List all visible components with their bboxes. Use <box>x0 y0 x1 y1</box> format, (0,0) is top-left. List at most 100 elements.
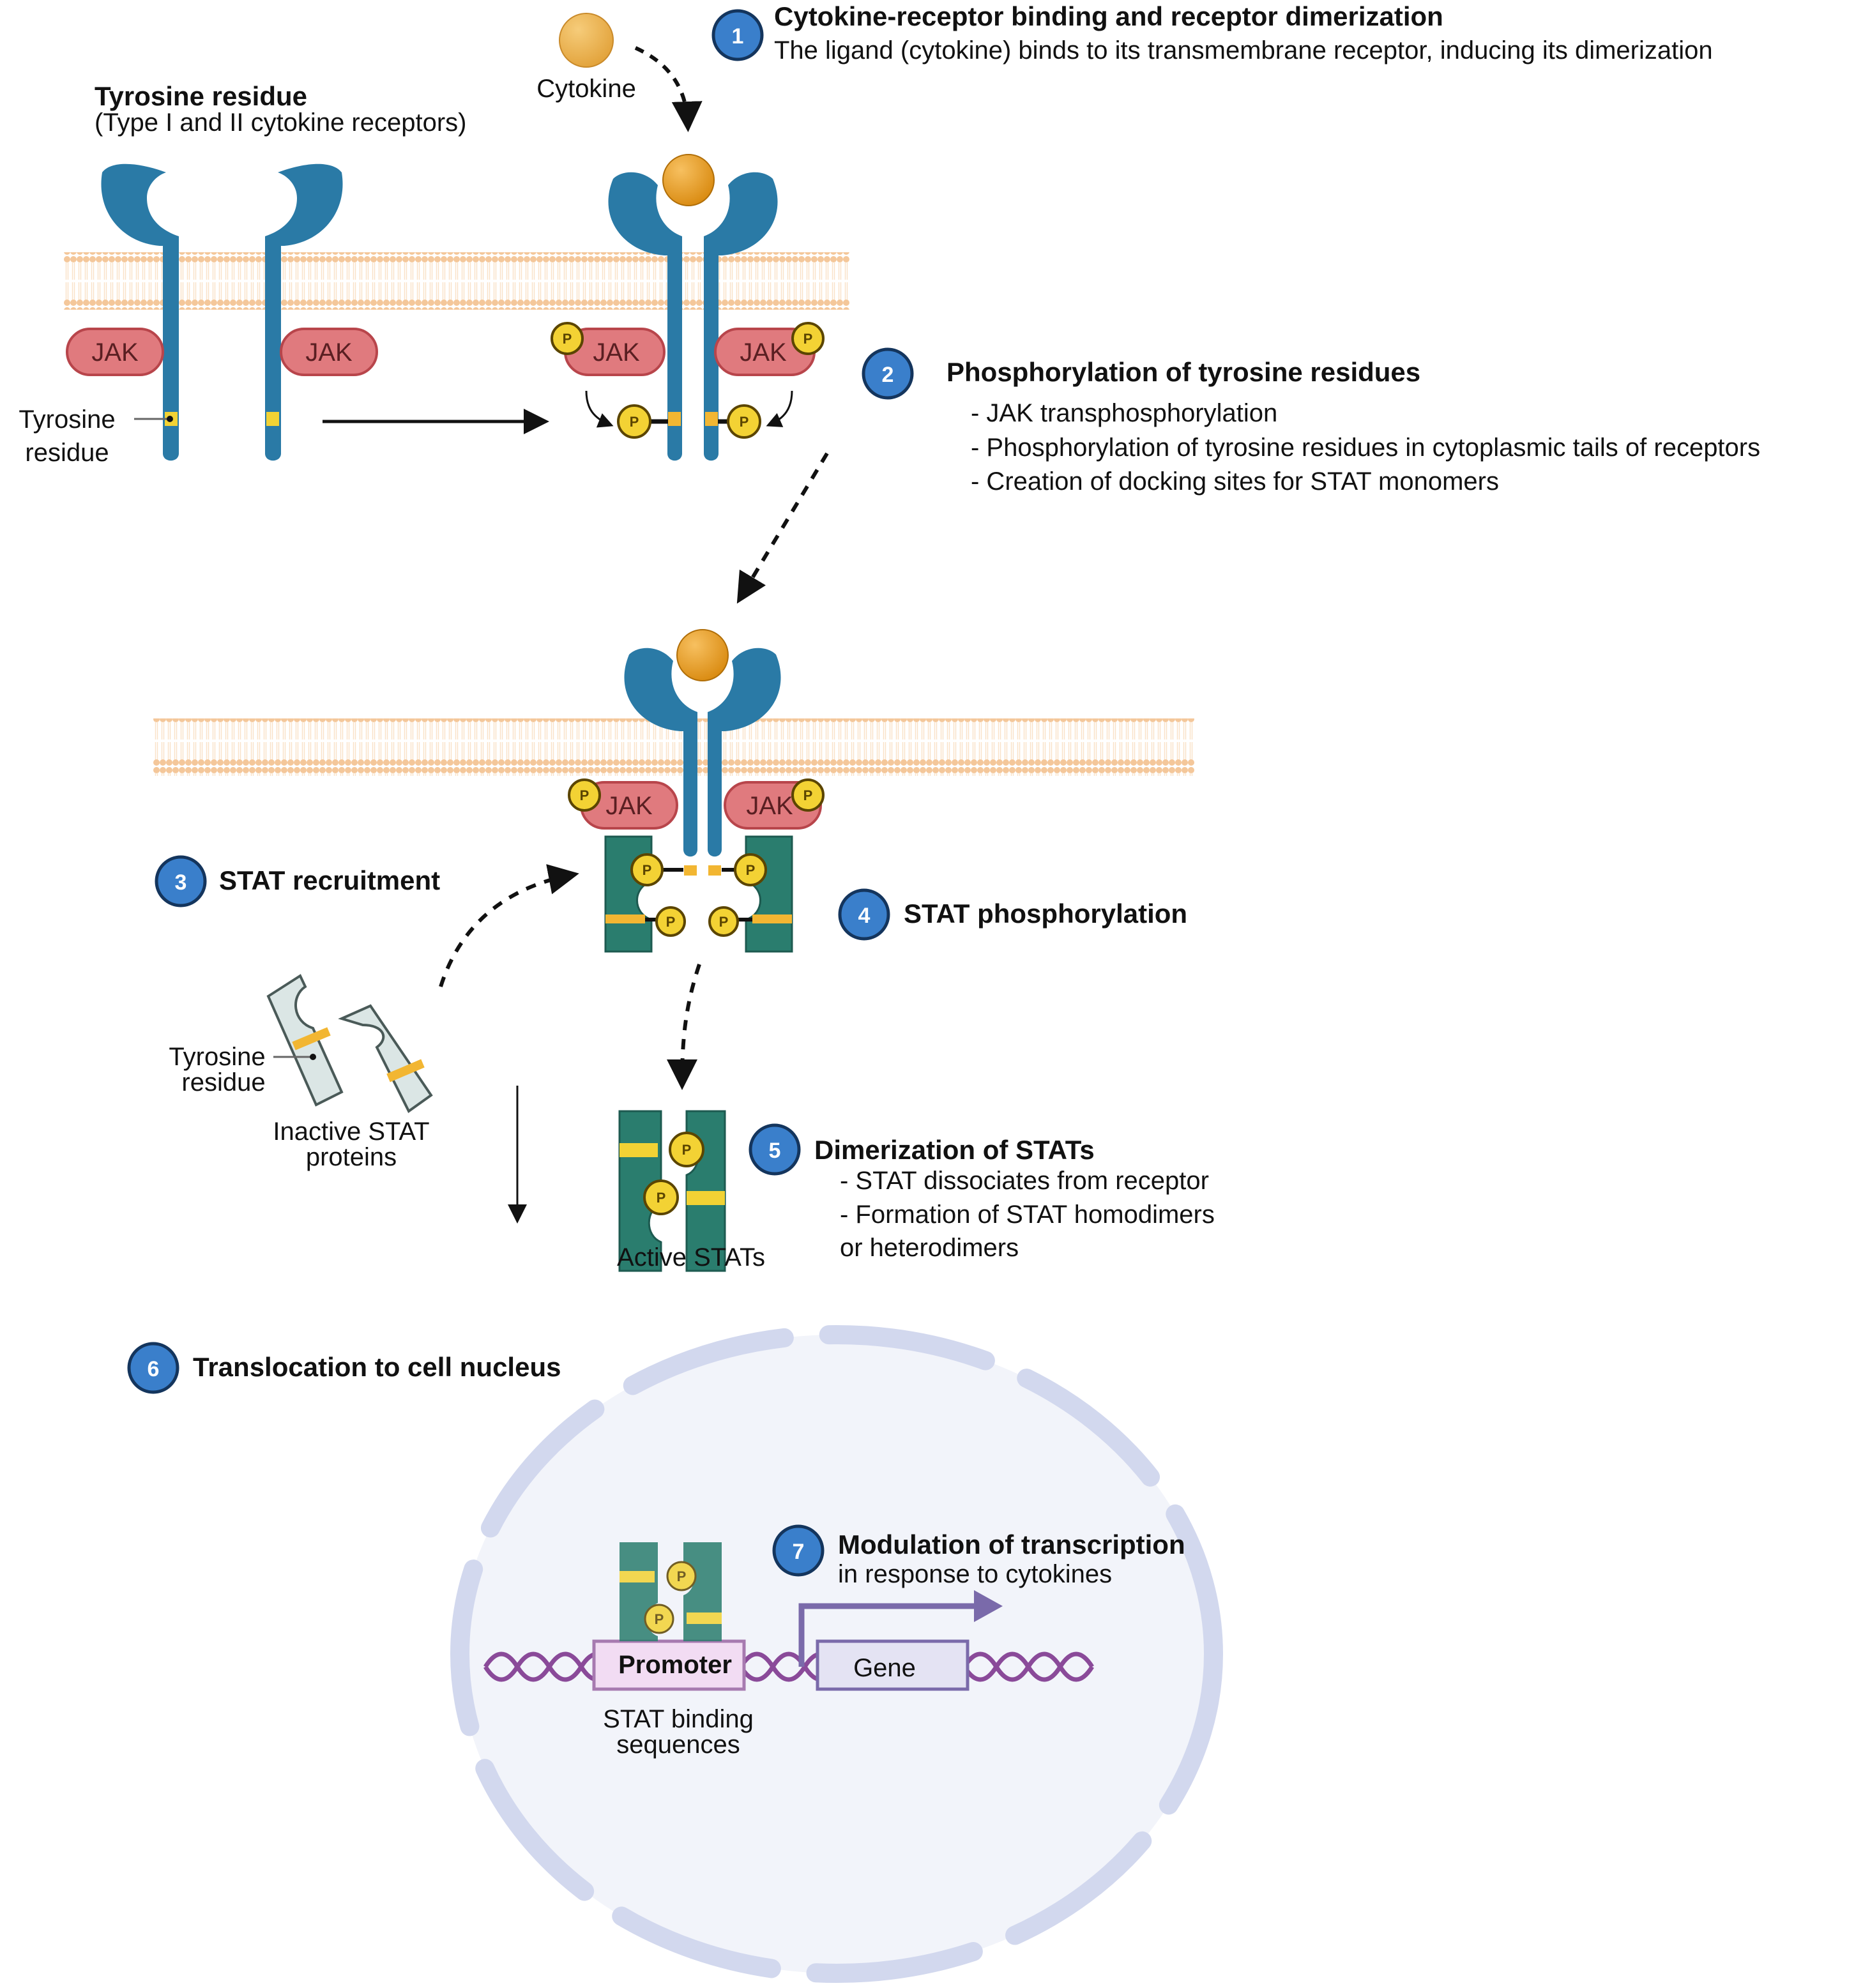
jak-label: JAK <box>593 338 640 367</box>
phosphotyrosine-left: P <box>617 404 668 439</box>
phosphate-label: P <box>803 787 813 803</box>
step-title: Modulation of transcription <box>838 1529 1185 1559</box>
step-number: 6 <box>148 1357 160 1381</box>
jak-label: JAK <box>740 338 787 367</box>
stat-dissociation-arrow <box>667 964 701 1090</box>
phosphate-label: P <box>657 1190 666 1206</box>
jak-phosphorylated-right-2: JAK P <box>724 778 825 830</box>
dna-helix <box>483 1651 1094 1682</box>
tyrosine-pointer-dot <box>310 1054 316 1060</box>
tyrosine-residue-subheading: (Type I and II cytokine receptors) <box>95 109 466 137</box>
jak-label: JAK <box>746 792 793 820</box>
tyrosine-residue-label-line1: Tyrosine <box>19 406 115 434</box>
tyrosine-residue-label-line2: residue <box>181 1068 265 1096</box>
phosphate-label: P <box>682 1142 692 1158</box>
phosphate-label: P <box>563 331 572 347</box>
step-bullet: or heterodimers <box>840 1234 1019 1262</box>
step-badge-5 <box>749 1123 801 1176</box>
step-number: 7 <box>793 1540 805 1564</box>
flow-arrow-to-stat-recruitment <box>736 452 829 604</box>
stat-dimer-on-promoter: P P <box>620 1542 722 1641</box>
jak-phosphorylated-left: JAK P <box>551 322 665 376</box>
step-title: Translocation to cell nucleus <box>193 1352 561 1382</box>
stat-binding-label-line1: STAT binding <box>603 1705 754 1733</box>
inactive-stat-label-line2: proteins <box>306 1143 397 1171</box>
tyrosine-residue-heading: Tyrosine residue <box>95 81 307 111</box>
stat-binding-label-line2: sequences <box>616 1731 740 1759</box>
phosphorylation-arrow-left <box>585 390 614 428</box>
step-number: 5 <box>769 1139 781 1163</box>
stat-recruitment-arrow <box>439 864 579 987</box>
active-stats-label: Active STATs <box>617 1243 765 1271</box>
step-bullet: - JAK transphosphorylation <box>971 399 1277 427</box>
phosphate-label: P <box>677 1568 687 1584</box>
phosphate-label: P <box>666 914 676 930</box>
step-1: 1 Cytokine-receptor binding and receptor… <box>711 1 1713 64</box>
step-number: 1 <box>732 24 744 49</box>
receptor-dimer-stat-docked <box>624 629 781 857</box>
promoter-box: Promoter <box>592 1639 746 1691</box>
step-title: Cytokine-receptor binding and receptor d… <box>774 1 1443 31</box>
step-3: 3 STAT recruitment <box>155 855 440 907</box>
step-bullet: - Creation of docking sites for STAT mon… <box>971 467 1499 496</box>
jak-label: JAK <box>91 338 139 367</box>
step-bullet: - Phosphorylation of tyrosine residues i… <box>971 434 1760 462</box>
step-number: 2 <box>882 363 894 387</box>
cytokine-binding-arrow <box>634 46 703 132</box>
step-badge-4 <box>838 888 890 941</box>
phosphate-label: P <box>746 862 756 878</box>
phosphate-label: P <box>655 1611 664 1627</box>
step-title: Phosphorylation of tyrosine residues <box>947 357 1420 387</box>
step-2: 2 Phosphorylation of tyrosine residues -… <box>862 347 1760 496</box>
active-stat-dimer: P P <box>618 1110 726 1272</box>
cell-membrane-top <box>64 252 849 310</box>
step-description: The ligand (cytokine) binds to its trans… <box>774 36 1713 64</box>
step-number: 4 <box>858 904 871 928</box>
step-bullet: - Formation of STAT homodimers <box>840 1201 1215 1229</box>
step-badge-3 <box>155 855 207 907</box>
jak-label: JAK <box>305 338 353 367</box>
tyrosine-residue-label-line1: Tyrosine <box>169 1043 265 1071</box>
bound-cytokine <box>662 154 715 206</box>
step-number: 3 <box>175 870 187 895</box>
jak-left: JAK <box>66 328 164 376</box>
cytokine-label: Cytokine <box>536 75 636 103</box>
step-badge-2 <box>862 347 914 400</box>
step-7: 7 Modulation of transcription in respons… <box>772 1524 1185 1588</box>
phosphate-label: P <box>580 787 589 803</box>
phosphate-group: P P P P <box>630 853 767 937</box>
phosphate-label: P <box>643 862 652 878</box>
phosphate-label: P <box>719 914 729 930</box>
bound-cytokine <box>676 629 729 681</box>
tyrosine-pointer-dot <box>167 416 173 422</box>
receptor-monomer-right <box>265 163 343 461</box>
phosphate-label: P <box>740 414 749 430</box>
gene-box: Gene <box>816 1639 970 1691</box>
phosphorylation-arrow-right <box>766 390 793 427</box>
promoter-label: Promoter <box>618 1651 732 1679</box>
gene-label: Gene <box>853 1654 916 1682</box>
tyrosine-residue-label-line2: residue <box>25 439 109 467</box>
phosphate-label: P <box>803 331 813 347</box>
step-badge-7 <box>772 1524 825 1577</box>
jak-phosphorylated-left-2: JAK P <box>568 778 678 830</box>
step-title: STAT phosphorylation <box>904 899 1187 929</box>
phosphotyrosine-right: P <box>718 404 761 439</box>
phosphate-label: P <box>630 414 639 430</box>
step-title: STAT recruitment <box>219 865 440 895</box>
step-6: 6 Translocation to cell nucleus <box>127 1342 561 1394</box>
step-badge-1 <box>711 9 764 61</box>
inactive-stat-proteins <box>266 974 433 1113</box>
step-5: 5 Dimerization of STATs - STAT dissociat… <box>749 1123 1215 1262</box>
inactive-stat-label-line1: Inactive STAT <box>273 1118 429 1146</box>
step-4: 4 STAT phosphorylation <box>838 888 1187 941</box>
step-description: in response to cytokines <box>838 1560 1112 1588</box>
step-badge-6 <box>127 1342 179 1394</box>
free-cytokine <box>559 13 614 68</box>
transcription-start-arrow <box>798 1590 1003 1667</box>
jak-phosphorylated-right: JAK P <box>714 322 825 376</box>
receptor-dimer-bound <box>608 154 778 461</box>
step-title: Dimerization of STATs <box>814 1135 1095 1165</box>
step-bullet: - STAT dissociates from receptor <box>840 1167 1209 1195</box>
